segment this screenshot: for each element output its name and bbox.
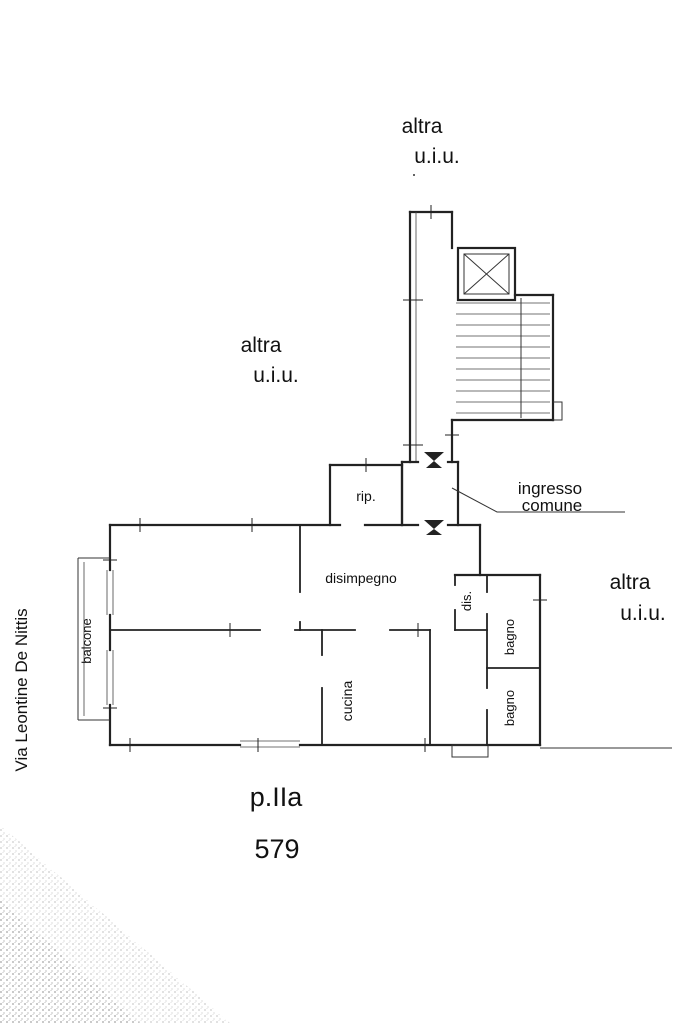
entry-vestibule [400, 460, 460, 527]
cucina-label: cucina [339, 681, 355, 722]
altra-uiu-left-label: altra u.i.u. [241, 334, 299, 387]
balcone-label: balcone [79, 618, 94, 664]
wall-tick [103, 205, 547, 752]
altra-right-line2: u.i.u. [620, 602, 666, 625]
doorstep [451, 744, 489, 758]
scan-artifact [0, 825, 230, 1023]
staircase [450, 293, 563, 422]
door-symbol [424, 520, 444, 535]
parcel-number-label: 579 [254, 834, 299, 864]
bagno-bottom-label: bagno [502, 690, 517, 726]
altra-right-line1: altra [610, 571, 651, 594]
disimpegno-label: disimpegno [325, 570, 397, 586]
bagno-top-label: bagno [502, 619, 517, 655]
corridor-walls [408, 210, 454, 464]
scan-speck [413, 174, 415, 176]
door-symbol [424, 452, 444, 468]
altra-uiu-top-label: altra u.i.u. [402, 115, 460, 168]
window [106, 570, 300, 748]
apartment-outer-wall [108, 523, 542, 747]
balcony [77, 557, 110, 721]
ingresso-line2: comune [522, 496, 582, 515]
interior-wall [109, 524, 541, 746]
elevator-shaft [456, 246, 517, 302]
altra-left-line2: u.i.u. [253, 364, 299, 387]
ingresso-line1: ingresso [518, 479, 582, 498]
ingresso-comune-label: ingresso comune [518, 479, 582, 515]
altra-uiu-right-label: altra u.i.u. [610, 571, 666, 625]
leader-line [451, 487, 625, 513]
dis-label: dis. [459, 591, 474, 611]
altra-left-line1: altra [241, 334, 282, 357]
street-name-label: Via Leontine De Nittis [12, 608, 31, 771]
rip-label: rip. [356, 488, 375, 504]
altra-top-line1: altra [402, 115, 443, 138]
elevator-cross-icon [463, 253, 510, 295]
altra-top-line2: u.i.u. [414, 145, 460, 168]
floor-label: p.IIa [250, 782, 304, 812]
